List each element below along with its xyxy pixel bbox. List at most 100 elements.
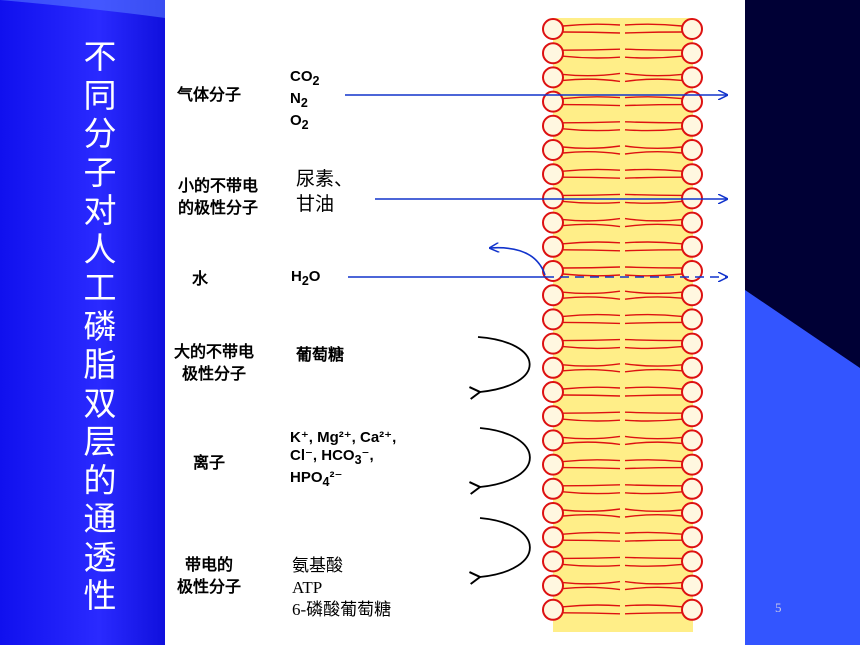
lipid-head [681, 308, 703, 331]
lipid-tail [624, 151, 683, 155]
gas-molecule-list: CO2 N2 O2 [290, 68, 320, 132]
lipid-tail [624, 296, 683, 300]
lipid-head [681, 526, 703, 549]
lipid-tail [562, 418, 621, 422]
page-number: 5 [775, 600, 782, 615]
lipid-tail [624, 273, 683, 277]
title-char: 透 [83, 537, 117, 577]
water-bounce-arrow [490, 248, 546, 276]
lipid-tail [624, 321, 683, 325]
lipid-tail [562, 290, 621, 295]
lipid-tail [624, 217, 683, 222]
lipid-head [542, 139, 564, 161]
lipid-tail [624, 386, 683, 390]
lipid-head [542, 356, 564, 379]
ion-reflect-arrow [469, 427, 531, 495]
lipid-tail [624, 249, 683, 252]
lipid-head [542, 42, 564, 65]
lipid-tail [624, 418, 683, 422]
lipid-tail [624, 531, 683, 535]
charged-polar-label: 带电的 极性分子 [177, 555, 242, 596]
lipid-head [681, 114, 703, 137]
water-formula: H2O [291, 268, 321, 288]
ions-label: 离子 [193, 453, 226, 472]
lipid-head [542, 235, 564, 258]
lipid-tail [624, 266, 683, 269]
bilayer-core [553, 18, 693, 632]
title-char: 对 [83, 191, 117, 230]
title-char: 层 [83, 422, 117, 461]
lipid-tail [624, 368, 683, 373]
large-polar-label: 大的不带电 极性分子 [174, 342, 255, 383]
lipid-tail [624, 176, 683, 179]
lipid-tail [562, 411, 621, 414]
gas-molecules-label: 气体分子 [177, 85, 242, 104]
lipid-head [681, 381, 703, 403]
lipid-tail [624, 145, 683, 149]
lipid-tail [562, 484, 621, 487]
lipid-tail [562, 363, 621, 367]
lipid-tail [562, 321, 621, 325]
lipid-head [681, 139, 703, 161]
title-char: 通 [83, 499, 117, 538]
lipid-tail [562, 249, 621, 252]
glycerol-label: 甘油 [296, 193, 335, 215]
lipid-tail [562, 48, 621, 51]
lipid-head [681, 42, 703, 65]
lipid-tail [562, 612, 621, 615]
lipid-head [681, 235, 703, 258]
title-char: 的 [83, 460, 117, 500]
lipid-tail [562, 539, 621, 542]
lipid-tail [624, 556, 683, 560]
lipid-tail [562, 217, 621, 222]
lipid-head [542, 211, 564, 234]
lipid-tail [624, 223, 683, 228]
large-polar-reflect-arrow [469, 336, 531, 400]
lipid-tail [562, 556, 621, 560]
lipid-tail [624, 96, 683, 100]
small-polar-label: 小的不带电 的极性分子 [178, 176, 259, 217]
lipid-tail [624, 612, 683, 615]
lipid-head [542, 66, 564, 89]
lipid-tail [562, 72, 621, 77]
lipid-tail [562, 103, 621, 107]
lipid-head [681, 163, 703, 186]
lipid-tail [562, 580, 621, 585]
lipid-tail [562, 223, 621, 228]
slide-title: 不同分子对人工磷脂双层的通透性 [60, 37, 140, 616]
lipid-head [542, 526, 564, 549]
lipid-tail [562, 200, 621, 204]
lipid-head [681, 574, 703, 597]
lipid-tail [562, 151, 621, 155]
lipid-tail [624, 394, 683, 397]
lipid-tail [624, 466, 683, 470]
lipid-head [681, 550, 703, 573]
lipid-tail [624, 459, 683, 463]
urea-label: 尿素、 [296, 168, 354, 190]
title-char: 双 [83, 383, 117, 423]
lipid-tail [562, 514, 621, 518]
lipid-tail [624, 345, 683, 350]
lipid-tail [624, 55, 683, 59]
title-char: 不 [83, 37, 117, 76]
title-char: 脂 [83, 345, 117, 384]
lipid-tail [624, 78, 683, 83]
amino-acid-label: 氨基酸 [292, 556, 343, 575]
lipid-tail [562, 121, 621, 124]
lipid-tail [562, 338, 621, 342]
lipid-tail [624, 411, 683, 414]
lipid-tail [624, 168, 683, 172]
lipid-head [681, 211, 703, 234]
lipid-head [542, 429, 564, 452]
lipid-tail [624, 128, 683, 132]
charged-polar-reflect-arrow [469, 517, 531, 585]
lipid-tail [562, 296, 621, 300]
lipid-head [542, 550, 564, 573]
lipid-tail [562, 128, 621, 132]
right-accent-shape [745, 290, 860, 645]
lipid-head [681, 18, 703, 40]
lipid-tail [624, 441, 683, 446]
lipid-tail [624, 103, 683, 107]
